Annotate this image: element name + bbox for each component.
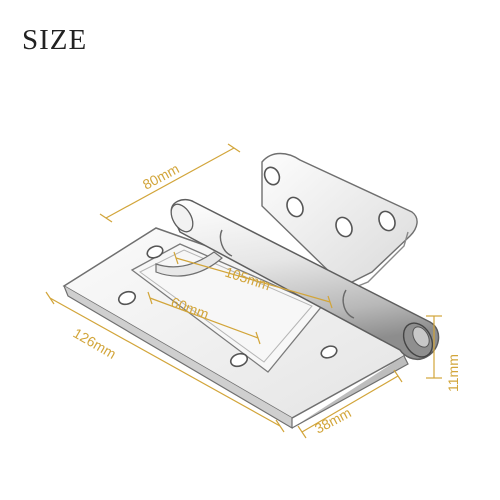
leaf-screw-holes: [263, 166, 396, 238]
screw-hole: [229, 352, 249, 368]
screw-hole: [378, 210, 396, 232]
title: SIZE: [22, 24, 88, 56]
screw-hole: [146, 245, 164, 259]
screw-hole: [117, 290, 137, 306]
dimension-line-126mm: [49, 297, 281, 427]
label-11mm: 11mm: [445, 354, 461, 392]
knuckle-strap: [155, 251, 223, 277]
screw-hole: [335, 216, 353, 238]
screw-hole: [263, 166, 281, 186]
dimension-line-80mm: [105, 147, 235, 219]
label-38mm: 38mm: [312, 404, 354, 436]
dimension-lines: [45, 143, 442, 439]
dimension-line-38mm: [301, 375, 399, 433]
dimension-line-60mm: [149, 297, 259, 339]
screw-hole: [286, 196, 304, 218]
plate-screw-holes: [117, 245, 338, 368]
label-126mm: 126mm: [71, 325, 119, 362]
hinge-barrel: [170, 198, 440, 361]
dimension-line-105mm: [175, 257, 331, 303]
screw-hole: [320, 345, 338, 359]
